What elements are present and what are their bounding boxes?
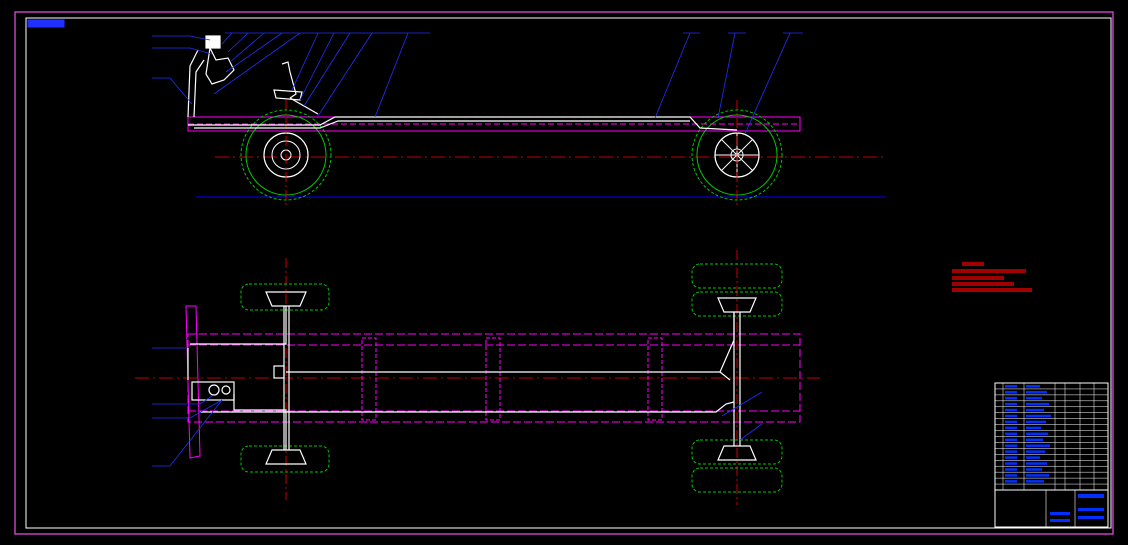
parts-list-code-mark <box>1005 432 1017 436</box>
parts-list-code-mark <box>1005 396 1017 400</box>
master-cylinder-port-1 <box>208 384 220 396</box>
parts-list-code-mark <box>1005 408 1017 412</box>
parts-list-entry-mark <box>1026 385 1040 388</box>
parts-list-code-mark <box>1005 390 1017 394</box>
parts-list-code-mark <box>1005 462 1017 465</box>
notes-heading <box>962 262 984 266</box>
parts-list-code-mark <box>1005 414 1017 418</box>
sheet-border <box>14 11 1114 535</box>
pedal-block-plan <box>273 365 285 379</box>
parts-list-entry-mark <box>1026 438 1043 441</box>
parts-list-code-mark <box>1005 444 1017 447</box>
master-cylinder-body-plan <box>191 381 235 401</box>
pedal-bracket <box>273 89 303 101</box>
parts-list-entry-mark <box>1026 402 1049 406</box>
parts-list-code-mark <box>1005 385 1017 388</box>
brake-pipe-front-riser-2 <box>193 59 205 118</box>
brake-pedal-side <box>273 61 319 115</box>
front-left-brake <box>265 291 307 307</box>
notes-line-2 <box>952 276 1004 280</box>
parts-list-entry-mark <box>1026 432 1048 436</box>
parts-list-code-mark <box>1005 456 1017 459</box>
rear-left-tire-inner <box>691 291 783 317</box>
parts-list-entry-mark <box>1026 390 1047 394</box>
technical-notes <box>952 262 1032 292</box>
parts-list-grid <box>995 383 1108 490</box>
parts-list-code-mark <box>1005 426 1017 430</box>
parts-list-entry-mark <box>1026 444 1050 447</box>
pipe-main-left <box>200 401 735 413</box>
side-view <box>152 32 886 205</box>
reservoir-tank <box>205 35 221 49</box>
parts-list-entry-mark <box>1026 420 1046 424</box>
parts-list-code-mark <box>1005 402 1017 406</box>
parts-list-code-mark <box>1005 468 1017 471</box>
parts-list-entry-mark <box>1026 462 1047 465</box>
front-wheel-side <box>240 100 332 205</box>
side-brake-pipe <box>188 116 738 131</box>
bumper-front <box>185 305 201 459</box>
title-block <box>994 382 1109 528</box>
main-brake-line-side <box>188 116 738 131</box>
parts-list-entry-mark <box>1026 396 1042 400</box>
main-brake-line-side-2 <box>194 120 690 129</box>
rear-left-brake <box>717 297 757 313</box>
parts-list-entry-mark <box>1026 450 1045 453</box>
pedal-lever <box>281 61 297 99</box>
rear-right-tire-inner <box>691 439 783 465</box>
title-block-bottom <box>994 489 1109 528</box>
brake-pipe-front-riser <box>187 49 199 118</box>
pipe-front-right <box>233 394 287 450</box>
front-right-brake <box>265 449 307 465</box>
parts-list-entry-mark <box>1026 414 1051 418</box>
drawing-number-box <box>27 19 65 28</box>
parts-list-entry-mark <box>1026 480 1044 483</box>
rear-left-tire-outer <box>691 263 783 289</box>
crossmember-3 <box>647 337 663 421</box>
crossmember-2 <box>485 337 501 421</box>
parts-list-code-mark <box>1005 480 1017 483</box>
brake-master-cylinder-side <box>187 35 235 118</box>
parts-list-code-mark <box>1005 438 1017 441</box>
master-cylinder-plan <box>191 365 285 401</box>
parts-list-entry-mark <box>1026 474 1049 477</box>
parts-list-entry-mark <box>1026 408 1044 412</box>
plan-frame <box>185 305 801 459</box>
master-cylinder-body <box>205 46 235 85</box>
outer-sheet-border <box>14 11 1114 535</box>
pipe-main-upper <box>190 306 287 345</box>
plan-view <box>135 250 820 505</box>
pipe-main-center <box>286 371 731 381</box>
notes-line-3 <box>952 282 1014 286</box>
rear-wheel-side <box>691 100 783 205</box>
crossmember-1 <box>361 337 377 421</box>
side-leaders <box>152 32 803 135</box>
notes-line-4 <box>952 288 1032 292</box>
master-cylinder-port-2 <box>221 385 231 395</box>
rear-axle-tires <box>691 263 783 493</box>
parts-list-entry-mark <box>1026 426 1041 430</box>
parts-list-entry-mark <box>1026 456 1040 459</box>
front-left-tire <box>240 283 330 311</box>
front-right-tire <box>240 445 330 473</box>
parts-list-entry-mark <box>1026 468 1042 471</box>
rear-right-brake <box>717 445 757 461</box>
inner-sheet-border <box>25 17 1112 529</box>
parts-list-code-mark <box>1005 450 1017 453</box>
notes-line-1 <box>952 269 1026 273</box>
front-axle-tires <box>240 283 330 473</box>
parts-list-code-mark <box>1005 420 1017 424</box>
parts-list-code-mark <box>1005 474 1017 477</box>
plan-leaders <box>152 347 763 467</box>
plan-brake-pipes <box>187 306 735 450</box>
parts-list-text <box>1005 385 1051 483</box>
pipe-rear-upper <box>719 312 735 373</box>
rear-right-tire-outer <box>691 467 783 493</box>
